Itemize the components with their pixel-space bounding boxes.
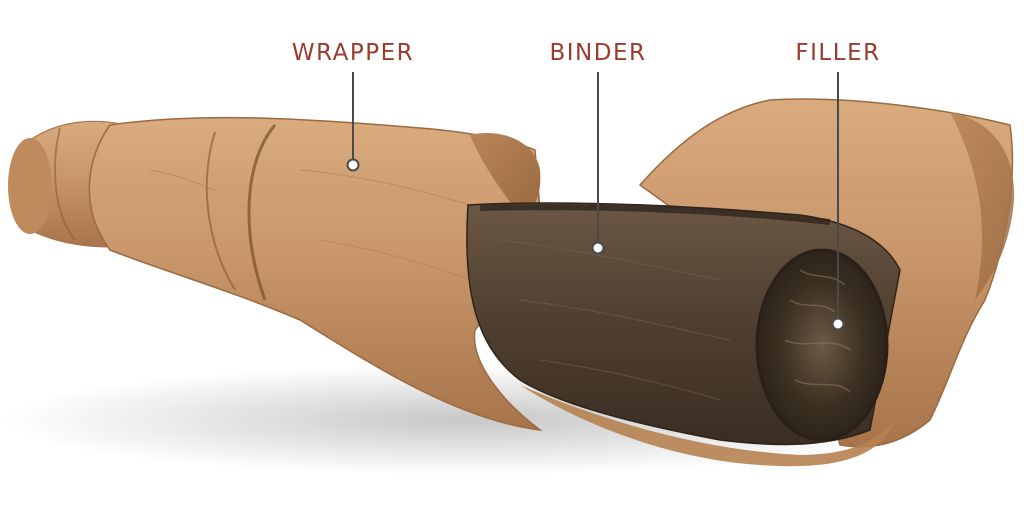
wrapper-body [88, 116, 543, 432]
filler-texture [784, 269, 851, 393]
wrapper-seam-1 [205, 131, 236, 291]
wrapper-label: WRAPPER [291, 40, 415, 66]
wrapper-vein [149, 169, 471, 281]
binder-label: BINDER [549, 40, 647, 66]
wrapper-curl-edge [470, 133, 541, 215]
wrapper-seam-2 [247, 124, 277, 301]
filler-label: FILLER [795, 40, 881, 66]
filler-leader-dot [831, 317, 845, 331]
wrapper-leaf-right-curl [950, 112, 1015, 300]
binder-leader-dot [591, 241, 605, 255]
cigar-cap-end [8, 138, 52, 234]
filler-core [755, 248, 889, 442]
wrapper-seam-3 [54, 127, 76, 241]
binder-vein [499, 239, 731, 401]
wrapper-leader-dot [346, 158, 360, 172]
wrapper-lower-flap [520, 385, 895, 467]
binder-ridge [479, 204, 831, 225]
